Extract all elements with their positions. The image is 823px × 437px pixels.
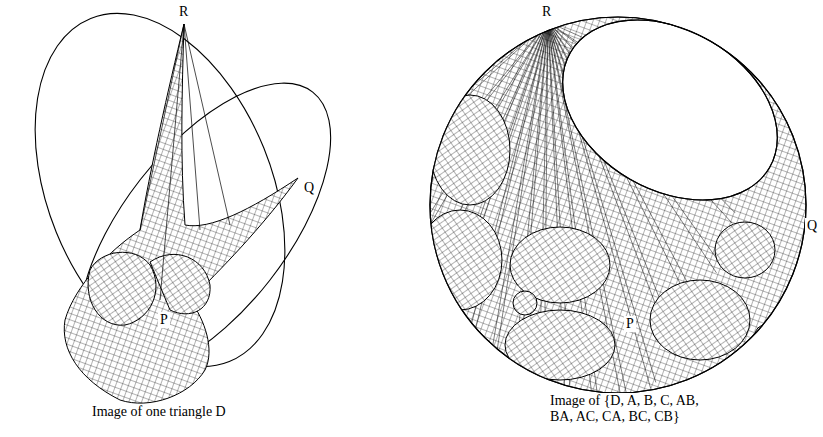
figure-caption: Image of one triangle D (90, 404, 228, 420)
circle-outline (0, 0, 333, 403)
mesh-bulge (505, 310, 615, 380)
mesh-rib (368, 22, 548, 239)
mesh-bulge (88, 252, 156, 325)
hole-region (530, 0, 809, 237)
mesh-surface (64, 24, 298, 403)
point-label: P (624, 316, 636, 332)
mesh-rib (428, 22, 548, 366)
mesh-bulge (513, 291, 537, 315)
mesh-rib (347, 22, 548, 142)
mesh-bulge (650, 280, 750, 360)
mesh-rib (140, 24, 230, 300)
point-label: P (158, 312, 170, 328)
point-label: Q (302, 180, 316, 196)
left-figure (0, 0, 377, 418)
circle-outline (430, 17, 806, 393)
right-figure (340, 0, 809, 437)
mesh-bulge (755, 325, 775, 345)
point-label: Q (805, 218, 819, 234)
point-label: R (177, 4, 190, 20)
mesh-bulge (715, 222, 775, 278)
circle-outline (530, 0, 809, 237)
point-label: R (540, 4, 553, 20)
mesh-rib (345, 22, 548, 131)
mesh-bulge (150, 254, 210, 313)
mesh-bulge (430, 95, 510, 205)
figure-caption: Image of {D, A, B, C, AB, BA, AC, CA, BC… (548, 393, 722, 425)
